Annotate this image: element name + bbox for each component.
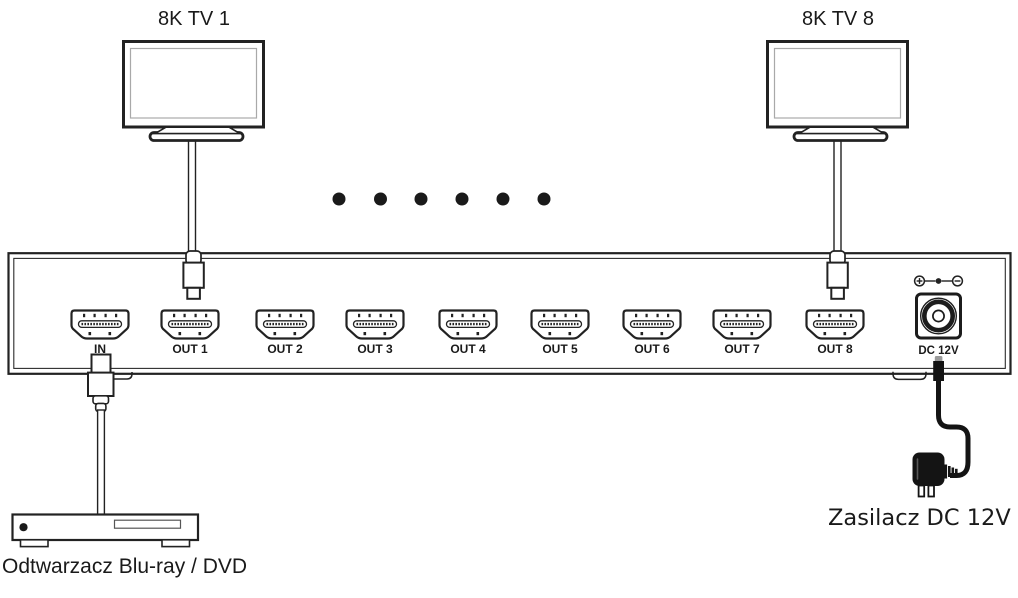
out-port-label-6: OUT 6 (634, 342, 670, 356)
bluray-player-icon (11, 513, 200, 548)
out-port-label-3: OUT 3 (357, 342, 393, 356)
hdmi-plug-in-tip (90, 353, 112, 374)
dc-plug-icon (933, 361, 944, 381)
hdmi-plug-in-body (87, 371, 115, 398)
tv-right: 8K TV 8 (766, 8, 909, 142)
out-port-label-2: OUT 2 (267, 342, 303, 356)
power-adapter-icon (912, 452, 958, 498)
power-cable (933, 356, 971, 478)
player-foot-left (19, 538, 49, 548)
out-port-label-1: OUT 1 (172, 342, 208, 356)
adapter-prong-right (927, 484, 935, 498)
hdmi-out-port-5-icon (530, 309, 590, 340)
hdmi-cable-right (833, 137, 842, 254)
hdmi-cable-left (187, 137, 197, 254)
hdmi-out-port-6-icon (622, 309, 682, 340)
tv-left: 8K TV 1 (122, 8, 265, 142)
dc-jack-label: DC 12V (918, 345, 959, 357)
input-cable (87, 353, 115, 517)
in-port-label: IN (94, 342, 106, 356)
ellipsis-dots (332, 192, 551, 206)
hdmi-out-port-7-icon (712, 309, 772, 340)
disc-tray (113, 519, 182, 529)
polarity-icon (913, 275, 964, 287)
player-foot-right (161, 538, 191, 548)
dc-plug-cap (934, 356, 943, 362)
hdmi-out-port-8-icon (805, 309, 865, 340)
hdmi-plug-right-icon (826, 250, 849, 300)
source-device-label: Odtwarzacz Blu-ray / DVD (2, 555, 247, 578)
out-port-label-8: OUT 8 (817, 342, 853, 356)
tv-right-label: 8K TV 8 (802, 8, 874, 30)
tv-left-icon (122, 40, 265, 142)
splitter-ports: IN OUT 1 OUT 2 OUT 3 OUT 4 OUT 5 OUT 6 O… (70, 309, 865, 356)
hdmi-out-port-2-icon (255, 309, 315, 340)
hdmi-out-port-1-icon (160, 309, 220, 340)
out-port-label-5: OUT 5 (542, 342, 578, 356)
power-adapter-label: Zasilacz DC 12V (828, 505, 1011, 531)
out-port-label-7: OUT 7 (724, 342, 760, 356)
chassis-foot-right (892, 371, 927, 381)
tv-right-icon (766, 40, 909, 142)
power-button-dot (19, 523, 28, 532)
hdmi-out-port-4-icon (438, 309, 498, 340)
hdmi-plug-left-icon (182, 250, 205, 300)
dc-jack-icon: DC 12V (913, 275, 964, 357)
hdmi-in-port-icon (70, 309, 130, 340)
tv-left-label: 8K TV 1 (158, 8, 230, 30)
hdmi-out-port-3-icon (345, 309, 405, 340)
out-port-label-4: OUT 4 (450, 342, 486, 356)
adapter-prong-left (917, 484, 926, 498)
